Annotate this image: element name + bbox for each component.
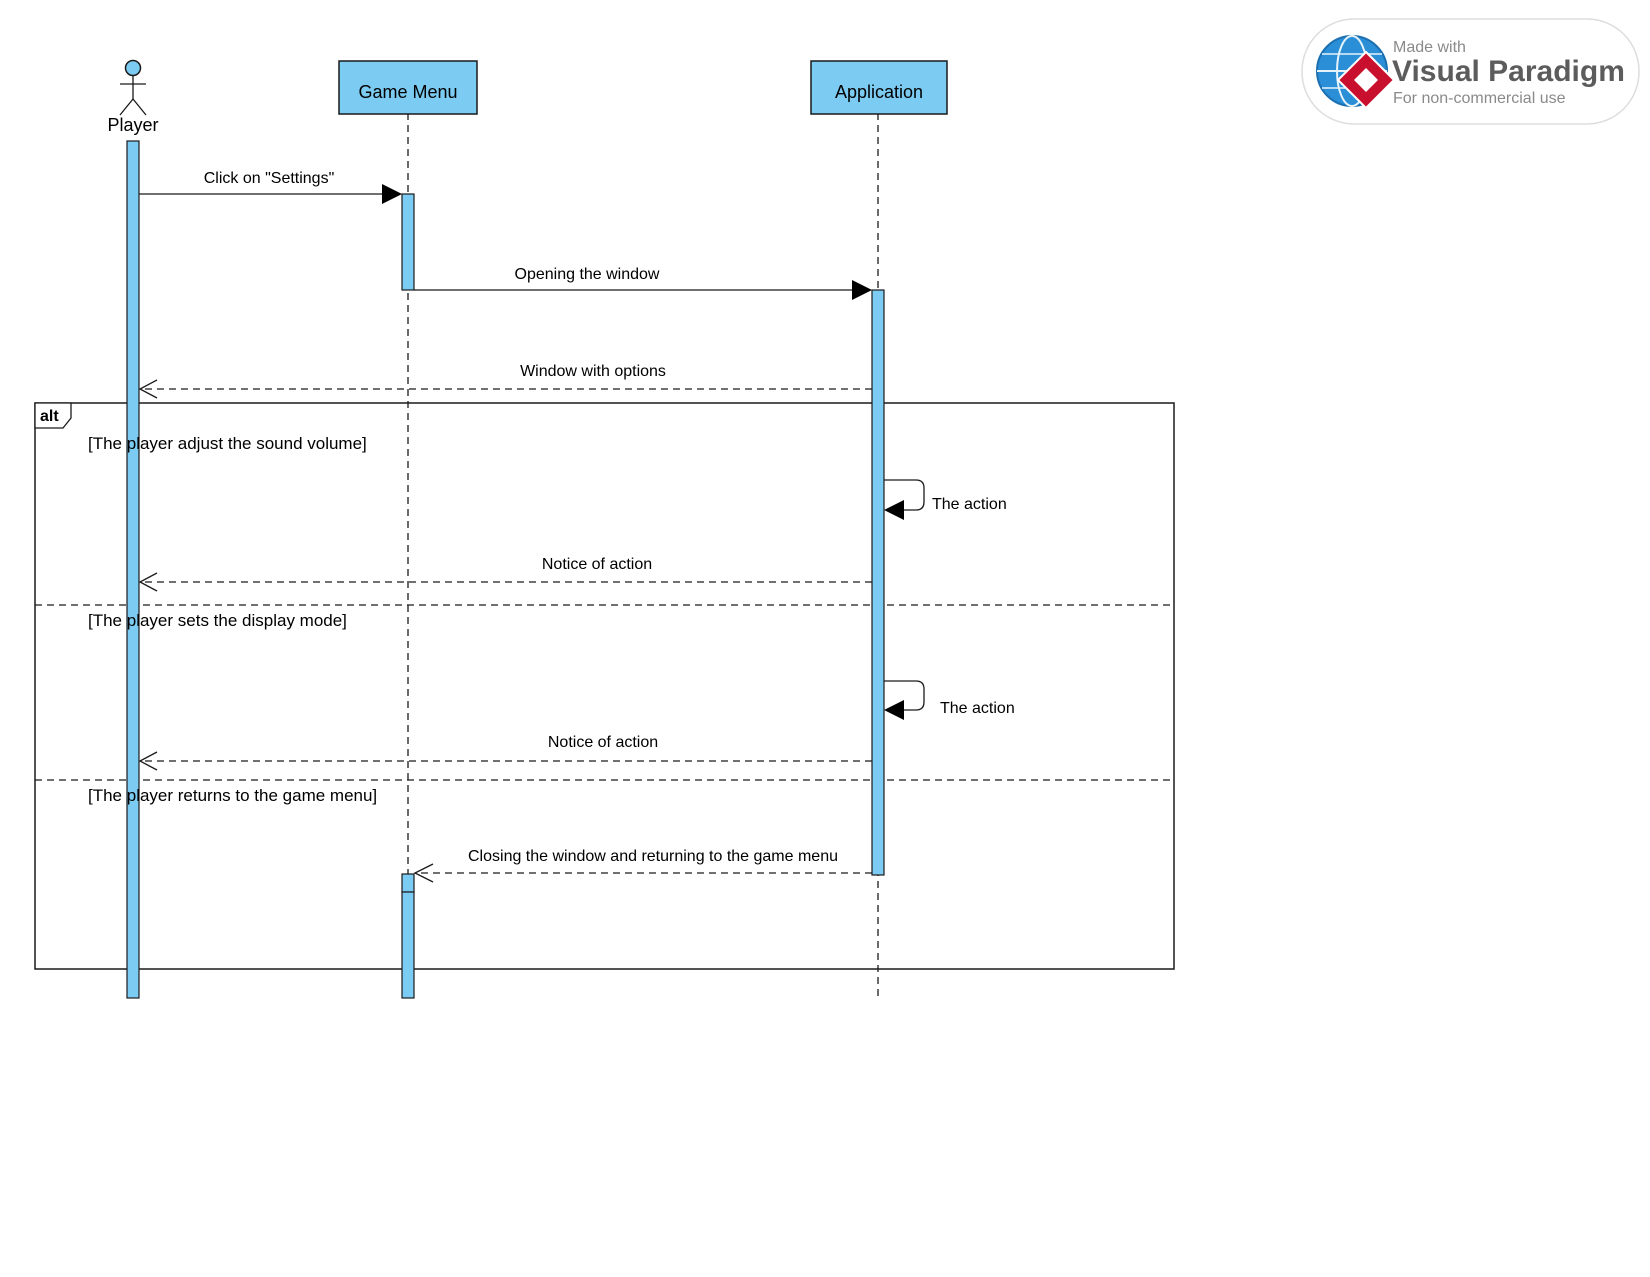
message-label: The action — [940, 700, 1015, 717]
message-label: Opening the window — [515, 266, 660, 283]
message-click-settings: Click on "Settings" — [139, 170, 402, 204]
arrowhead-filled — [884, 700, 904, 720]
alt-frame — [34, 402, 1175, 970]
watermark-brand: Visual Paradigm — [1392, 55, 1625, 88]
actor-left-leg — [119, 98, 134, 116]
watermark-made-with: Made with — [1393, 39, 1466, 56]
message-label: Click on "Settings" — [204, 170, 335, 187]
lifeline-head-application: Application — [810, 60, 948, 115]
arrowhead-open — [138, 379, 158, 399]
message-label: Closing the window and returning to the … — [468, 848, 838, 865]
actor-right-leg — [132, 98, 147, 116]
lifeline-label-application: Application — [835, 82, 923, 102]
message-notice-of-action-2: Notice of action — [138, 734, 872, 771]
alt-fragment: alt — [34, 402, 1175, 970]
message-label: The action — [932, 496, 1007, 513]
activation-game-menu-1 — [401, 193, 415, 291]
arrowhead-open — [138, 751, 158, 771]
lifeline-box-game-menu — [338, 60, 478, 115]
message-window-with-options: Window with options — [138, 363, 872, 399]
message-closing-window: Closing the window and returning to the … — [413, 848, 872, 883]
activation-application — [871, 289, 885, 876]
arrowhead-filled — [884, 500, 904, 520]
message-opening-window: Opening the window — [414, 266, 872, 300]
activation-game-menu-3 — [401, 891, 415, 999]
lifeline-head-game-menu: Game Menu — [338, 60, 478, 115]
message-label: Window with options — [520, 363, 666, 380]
watermark-badge: Made with Visual Paradigm For non-commer… — [1301, 18, 1640, 125]
actor-player: Player — [107, 59, 159, 135]
watermark-card — [1301, 18, 1640, 125]
arrowhead-open — [413, 863, 434, 883]
self-loop-line — [884, 479, 925, 511]
message-self-action-2: The action — [884, 680, 1015, 720]
alt-operator-tab — [34, 402, 72, 429]
arrowhead-filled — [382, 184, 402, 204]
alt-guard-3: [The player returns to the game menu] — [88, 786, 377, 805]
arrowhead-filled — [852, 280, 872, 300]
alt-operator-label: alt — [40, 408, 59, 425]
watermark-non-commercial: For non-commercial use — [1393, 90, 1566, 107]
alt-guard-2: [The player sets the display mode] — [88, 611, 347, 630]
lifeline-label-player: Player — [107, 115, 158, 135]
visual-paradigm-logo-icon — [1316, 35, 1396, 110]
alt-guard-1: [The player adjust the sound volume] — [88, 434, 367, 453]
activation-player — [126, 140, 140, 999]
arrowhead-open — [138, 572, 158, 592]
message-label: Notice of action — [548, 734, 658, 751]
self-loop-line — [884, 680, 925, 711]
message-notice-of-action-1: Notice of action — [138, 556, 872, 592]
message-self-action-1: The action — [884, 479, 1007, 520]
lifeline-label-game-menu: Game Menu — [358, 82, 457, 102]
actor-head — [124, 59, 142, 77]
message-label: Notice of action — [542, 556, 652, 573]
activation-game-menu-2 — [401, 873, 415, 893]
lifeline-box-application — [810, 60, 948, 115]
